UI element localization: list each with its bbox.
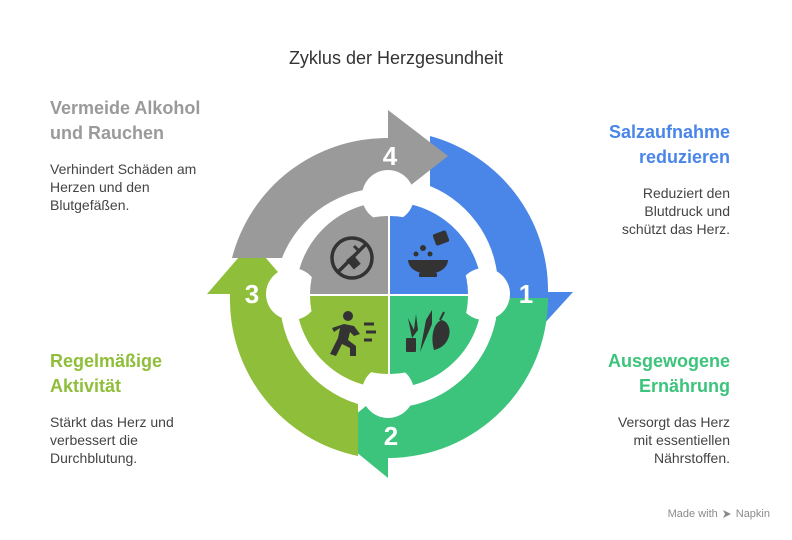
arrow-2 <box>333 298 548 478</box>
no-smoking-drinking-icon <box>330 236 374 280</box>
arrow-4 <box>232 110 448 258</box>
napkin-logo-icon <box>722 510 731 518</box>
salt-bowl-icon <box>408 230 450 277</box>
step-1-heading: Salzaufnahme reduzieren <box>608 122 730 167</box>
arrow-3 <box>207 242 358 456</box>
ring-connectors <box>266 170 510 418</box>
running-person-icon <box>330 311 376 356</box>
inner-quadrants <box>296 202 482 388</box>
footer-brand: Made with Napkin <box>668 508 770 520</box>
footer-label: Made with <box>667 508 718 520</box>
step-2-heading: Ausgewogene Ernährung <box>607 351 730 396</box>
ring-arrows <box>207 110 573 478</box>
step-2-number: 2 <box>384 421 398 451</box>
step-1-block: Salzaufnahme reduzieren Reduziert den Bl… <box>552 120 730 238</box>
vegetables-icon <box>406 310 450 352</box>
step-1-number: 1 <box>519 279 533 309</box>
arrow-1 <box>430 136 573 347</box>
step-2-block: Ausgewogene Ernährung Versorgt das Herz … <box>552 349 730 467</box>
step-4-description: Verhindert Schäden am Herzen und den Blu… <box>50 161 197 213</box>
step-4-heading: Vermeide Alkohol und Rauchen <box>50 98 201 143</box>
footer-brand-name: Napkin <box>735 508 770 520</box>
step-4-block: Vermeide Alkohol und Rauchen Verhindert … <box>50 96 230 214</box>
step-3-heading: Regelmäßige Aktivität <box>50 351 163 396</box>
step-1-description: Reduziert den Blutdruck und schützt das … <box>621 185 730 237</box>
step-3-number: 3 <box>245 279 259 309</box>
step-2-description: Versorgt das Herz mit essentiellen Nährs… <box>617 414 730 466</box>
step-4-number: 4 <box>383 141 398 171</box>
step-3-description: Stärkt das Herz und verbessert die Durch… <box>50 414 174 466</box>
page-title: Zyklus der Herzgesundheit <box>288 48 504 68</box>
step-3-block: Regelmäßige Aktivität Stärkt das Herz un… <box>50 349 230 467</box>
